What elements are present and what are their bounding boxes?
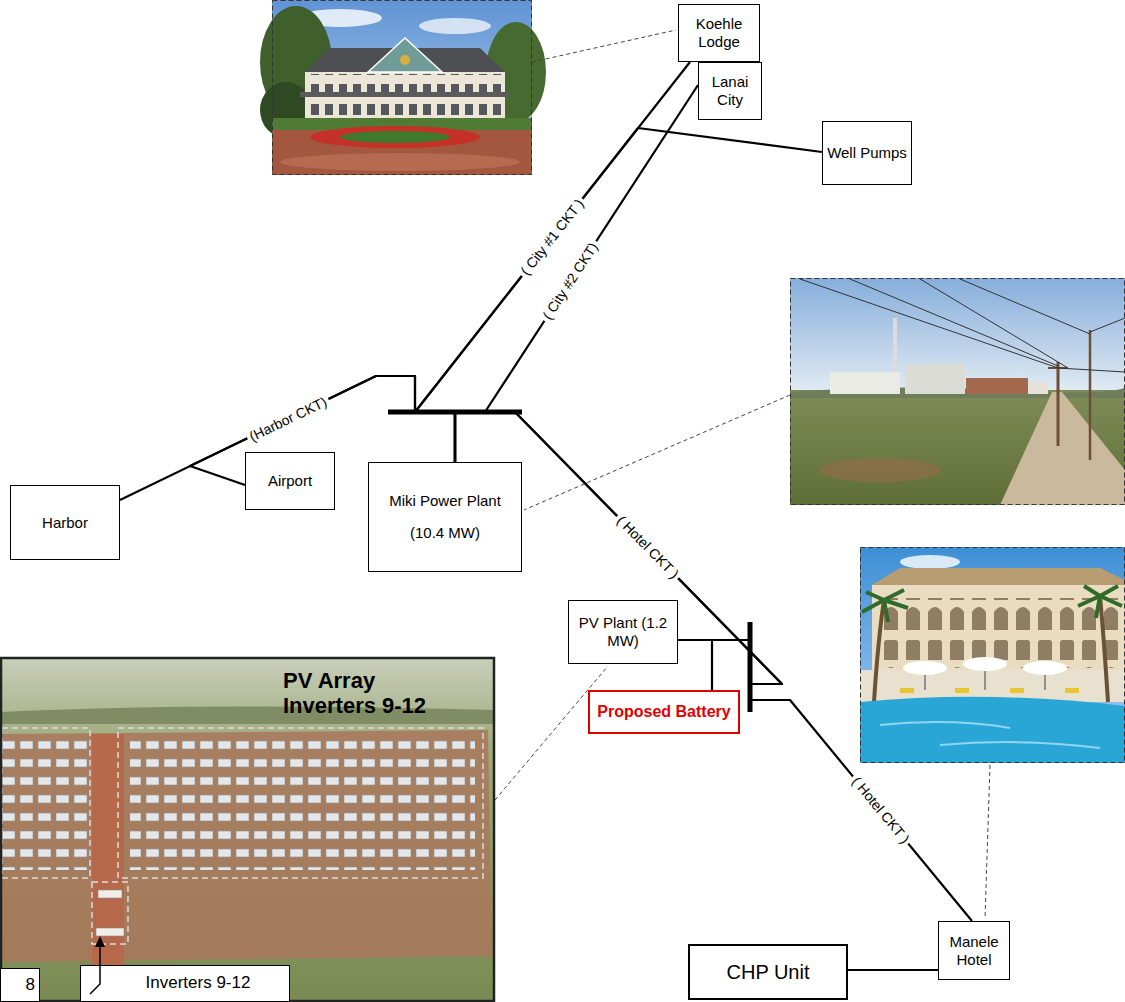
pv-array-photo-part <box>0 740 88 870</box>
node-text: Lanai City <box>703 73 757 109</box>
node-text: Inverters 9-12 <box>146 973 251 993</box>
hotel-photo-part <box>860 547 1125 763</box>
lodge-photo-part <box>273 1 532 175</box>
lodge-photo-part <box>340 131 450 143</box>
pv-array-photo-part <box>0 730 492 962</box>
photo-leader-lines-part <box>985 765 990 919</box>
power-plant-photo-part <box>1028 382 1048 394</box>
node-text: CHP Unit <box>727 960 810 984</box>
battery-box: Proposed Battery <box>588 690 740 734</box>
circuit-label: ( Hotel CKT ) <box>847 771 915 849</box>
hotel-photo-part <box>872 568 1125 585</box>
pv-plant-box: PV Plant (1.2 MW) <box>568 600 678 664</box>
photo-leader-lines-part <box>532 30 676 62</box>
lodge-photo-part <box>419 18 491 34</box>
pv-array-photo-part <box>118 728 483 878</box>
load-box: Airport <box>245 452 335 510</box>
circuit-label: (Harbor CKT) <box>244 392 332 446</box>
callout-arrow-part <box>95 936 105 947</box>
power-plant-photo-part <box>800 279 1125 372</box>
load-box: Koehle Lodge <box>678 4 760 62</box>
pv-array-photo-part <box>0 657 495 1002</box>
hotel-photo-part <box>1100 596 1108 702</box>
pv-array-photo-part <box>92 882 128 944</box>
circuit-line <box>455 85 698 462</box>
lodge-photo-part <box>368 38 442 72</box>
hotel-photo-part <box>860 697 1125 763</box>
load-box: Well Pumps <box>822 121 912 185</box>
hotel-photo-part <box>874 600 884 702</box>
node-subtext: (10.4 MW) <box>410 524 480 542</box>
node-text: Koehle Lodge <box>683 15 755 51</box>
hotel-photo-part <box>900 688 914 693</box>
hotel-photo-part <box>1023 661 1067 675</box>
power-plant-photo-part <box>790 390 1125 505</box>
power-plant-photo-part <box>905 364 965 394</box>
photo-leader-lines-part <box>524 395 790 510</box>
hotel-photo-part <box>903 661 947 675</box>
circuit-line <box>678 640 712 690</box>
power-plant-photo-part <box>1089 330 1092 460</box>
circuit-label: ( Hotel CKT ) <box>612 510 685 584</box>
hotel-photo-part <box>963 657 1007 671</box>
lodge-photo-part <box>400 55 410 65</box>
photo-caption: PV Array Inverters 9-12 <box>283 668 461 719</box>
load-box: Lanai City <box>698 62 762 120</box>
node-text: Harbor <box>42 514 88 532</box>
hotel-photo-part <box>1065 688 1079 693</box>
hotel-photo-part <box>862 590 908 622</box>
callout-arrow-part <box>90 946 100 994</box>
load-box: Harbor <box>10 485 120 560</box>
power-plant-photo-part <box>830 372 900 394</box>
node-text: 8 <box>26 975 35 995</box>
node-text: PV Plant (1.2 MW) <box>573 614 673 650</box>
power-plant-photo-part <box>966 378 1028 394</box>
hotel-photo-part <box>872 585 1125 672</box>
hotel-photo <box>860 547 1125 763</box>
power-plant-photo-part <box>791 279 1125 505</box>
power-plant-photo-part <box>1000 392 1125 505</box>
node-text: Well Pumps <box>827 144 907 162</box>
lodge-photo-part <box>310 126 480 148</box>
power-plant-photo-part <box>893 318 897 376</box>
power-plant-photo-part <box>820 458 940 482</box>
generator-box: CHP Unit <box>688 944 848 1000</box>
photo-callout-box: Inverters 9-12 <box>80 965 290 1002</box>
pv-array-photo-part <box>96 928 124 936</box>
pv-array-photo-part <box>92 734 124 1002</box>
lodge-photo <box>260 0 546 175</box>
node-text: Proposed Battery <box>597 702 730 721</box>
node-text: Miki Power Plant <box>389 492 501 510</box>
power-plant-photo <box>790 278 1125 505</box>
hotel-photo-part <box>861 548 1125 763</box>
lodge-photo-part <box>280 153 520 171</box>
pv-array-photo-part <box>130 740 475 870</box>
hotel-photo-part <box>900 555 960 569</box>
pv-array-photo-part <box>2 728 90 878</box>
pv-array-photo-part <box>1 658 494 1001</box>
node-text: Airport <box>268 472 312 490</box>
photo-callout-box: 8 <box>0 968 40 1002</box>
hotel-photo-part <box>955 688 969 693</box>
hotel-photo-part <box>880 722 1100 748</box>
pv-array-photo-part <box>98 890 122 898</box>
node-text: Manele Hotel <box>943 933 1005 969</box>
hotel-photo-part <box>1010 688 1024 693</box>
power-plant-box: Miki Power Plant (10.4 MW) <box>368 462 522 572</box>
pv-array-photo <box>0 657 495 1002</box>
lodge-photo-part <box>300 92 510 97</box>
load-box: Manele Hotel <box>938 921 1010 980</box>
circuit-line <box>455 412 972 921</box>
circuit-line <box>848 969 938 971</box>
photo-leader-lines <box>495 30 990 919</box>
circuit-line <box>415 62 690 462</box>
hotel-photo-part <box>1078 586 1122 618</box>
power-plant-photo-part <box>1057 362 1060 446</box>
power-plant-photo-part <box>790 278 1125 394</box>
